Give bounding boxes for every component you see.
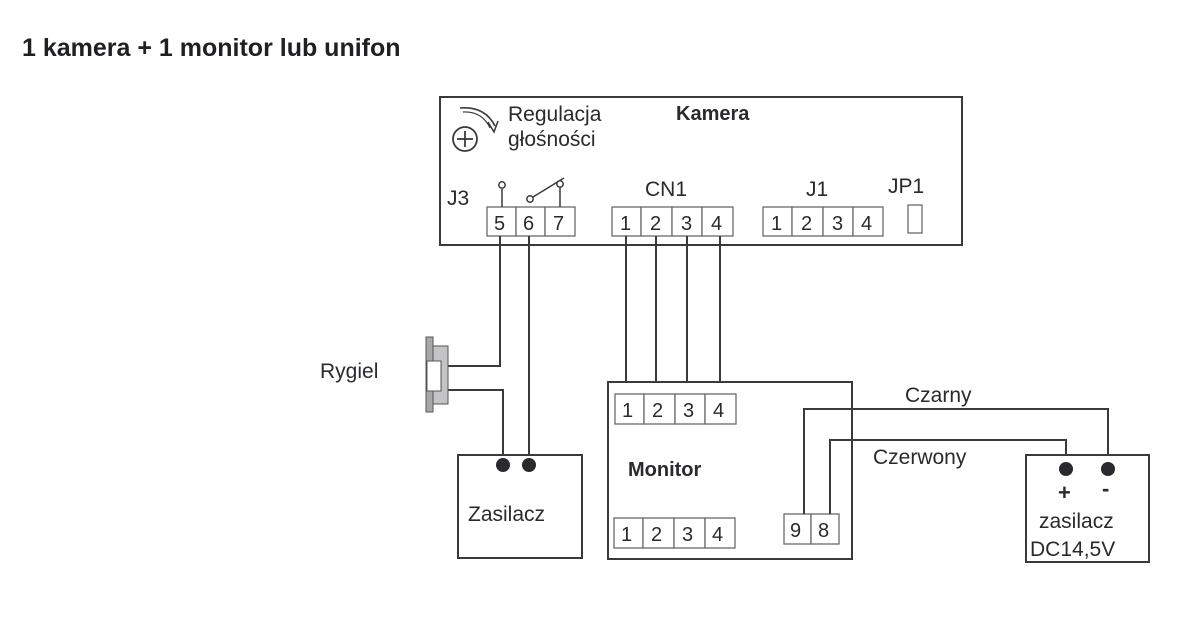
j3-pin: 5 xyxy=(494,213,505,235)
monitor-power-terminal: 9 8 xyxy=(783,513,840,545)
monitor-power-pin: 9 xyxy=(790,520,801,542)
monitor-bottom-pin: 2 xyxy=(651,524,662,546)
lock-label: Rygiel xyxy=(320,360,378,383)
cn1-terminal: 1 2 3 4 xyxy=(611,206,734,237)
plus-terminal-dot xyxy=(1059,462,1073,476)
cn1-label: CN1 xyxy=(645,178,687,201)
monitor-top-pin: 4 xyxy=(713,400,724,422)
black-wire-label: Czarny xyxy=(905,384,972,407)
plus-sign: + xyxy=(1058,480,1071,505)
jp1-label: JP1 xyxy=(888,175,924,198)
cn1-pin: 1 xyxy=(620,213,631,235)
monitor-unit: 1 2 3 4 Monitor 1 2 3 4 9 8 xyxy=(607,381,853,560)
monitor-bottom-pin: 1 xyxy=(621,524,632,546)
minus-sign: - xyxy=(1102,476,1109,501)
j3-label: J3 xyxy=(447,187,469,210)
monitor-power-pin: 8 xyxy=(818,520,829,542)
cn1-pin: 2 xyxy=(650,213,661,235)
monitor-top-terminal: 1 2 3 4 xyxy=(614,393,737,425)
lock-power-label: Zasilacz xyxy=(468,503,545,526)
dc-power-supply: + - zasilacz DC14,5V xyxy=(1025,454,1150,563)
terminal-dot xyxy=(522,458,536,472)
cn1-pin: 4 xyxy=(711,213,722,235)
black-wire xyxy=(803,408,1109,514)
video-wires xyxy=(625,236,721,400)
jp1-jumper xyxy=(907,204,923,234)
j3-terminal: 5 6 7 xyxy=(486,206,576,237)
dc-power-box xyxy=(1025,454,1150,563)
j1-pin: 3 xyxy=(832,213,843,235)
j1-pin: 4 xyxy=(861,213,872,235)
monitor-label: Monitor xyxy=(628,459,702,481)
camera-label: Kamera xyxy=(676,103,750,125)
j1-pin: 2 xyxy=(801,213,812,235)
j1-pin: 1 xyxy=(771,213,782,235)
j3-pin: 6 xyxy=(523,213,534,235)
red-wire-label: Czerwony xyxy=(873,446,967,469)
dc-power-label-line2: DC14,5V xyxy=(1030,538,1115,561)
door-lock-icon xyxy=(425,336,449,413)
monitor-bottom-pin: 3 xyxy=(682,524,693,546)
lock-power-supply: Zasilacz xyxy=(457,454,583,559)
monitor-bottom-terminal: 1 2 3 4 xyxy=(613,517,736,549)
volume-label-line2: głośności xyxy=(508,128,596,151)
terminal-dot xyxy=(496,458,510,472)
j1-terminal: 1 2 3 4 xyxy=(762,206,884,237)
minus-terminal-dot xyxy=(1101,462,1115,476)
monitor-top-pin: 3 xyxy=(683,400,694,422)
monitor-top-pin: 2 xyxy=(652,400,663,422)
volume-knob-icon xyxy=(452,107,499,152)
j1-label: J1 xyxy=(806,178,828,201)
diagram-title: 1 kamera + 1 monitor lub unifon xyxy=(22,34,401,62)
relay-contact-icon xyxy=(498,177,565,207)
j3-pin: 7 xyxy=(553,213,564,235)
monitor-top-pin: 1 xyxy=(622,400,633,422)
lock-power-box xyxy=(457,454,583,559)
camera-unit: Kamera Regulacja głośności J3 5 6 7 xyxy=(439,96,963,246)
dc-power-label-line1: zasilacz xyxy=(1039,510,1114,533)
cn1-pin: 3 xyxy=(681,213,692,235)
volume-label-line1: Regulacja xyxy=(508,103,602,126)
monitor-bottom-pin: 4 xyxy=(712,524,723,546)
lock-wires xyxy=(447,236,530,465)
